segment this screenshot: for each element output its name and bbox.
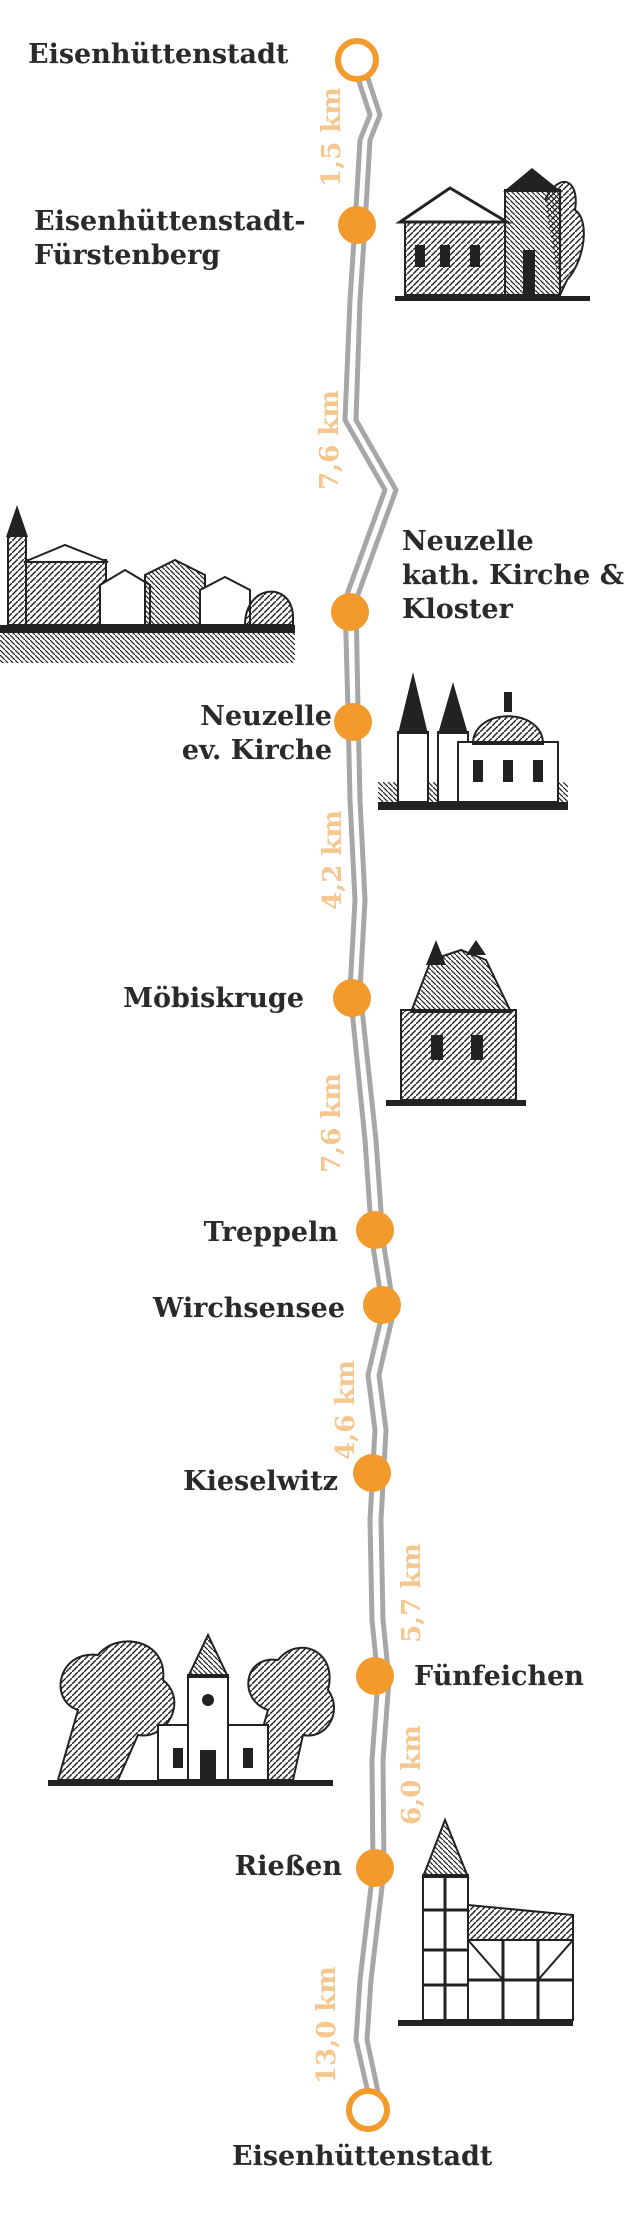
stop-label-fuenfeichen: Fünfeichen: [414, 1660, 584, 1694]
stop-marker-fuerstenberg: [338, 206, 376, 244]
stop-label-line: Wirchsensee: [153, 1293, 345, 1324]
distance-label-7: 6,0 km: [396, 1725, 427, 1825]
terminal-marker-start: [335, 38, 379, 82]
monastery-church-icon: [378, 672, 568, 810]
terminal-marker-end: [346, 2088, 390, 2132]
stop-marker-wirchsensee: [363, 1286, 401, 1324]
stop-label-line: ev. Kirche: [181, 735, 332, 766]
stop-markers: [331, 38, 401, 2132]
stop-marker-kieselwitz: [353, 1454, 391, 1492]
stop-label-wirchsensee: Wirchsensee: [153, 1292, 345, 1326]
route-line-left: [342, 59, 388, 2111]
stop-label-moebiskruge: Möbiskruge: [123, 982, 304, 1016]
distance-label-5: 4,6 km: [330, 1360, 361, 1460]
town-skyline-icon: [0, 505, 295, 663]
distance-label-6: 5,7 km: [396, 1543, 427, 1643]
stop-label-line: Treppeln: [203, 1217, 338, 1248]
stop-label-riessen: Rießen: [235, 1850, 342, 1884]
distance-label-8: 13,0 km: [311, 1966, 342, 2084]
route-line-right: [353, 59, 399, 2111]
stop-label-line: Neuzelle: [200, 701, 332, 732]
stop-label-treppeln: Treppeln: [204, 1216, 338, 1250]
distance-label-1: 1,5 km: [316, 87, 347, 187]
stop-label-line: Eisenhüttenstadt: [28, 39, 289, 70]
stop-label-line: Neuzelle: [402, 526, 534, 557]
stop-marker-moebiskruge: [333, 979, 371, 1017]
stop-label-end: Eisenhüttenstadt: [232, 2140, 492, 2174]
village-church-icon: [386, 940, 526, 1106]
stop-marker-riessen: [356, 1849, 394, 1887]
stop-label-line: Kloster: [402, 594, 513, 625]
stop-label-kieselwitz: Kieselwitz: [183, 1465, 338, 1499]
stop-marker-fuenfeichen: [356, 1657, 394, 1695]
stop-marker-neuzelle-ev: [334, 703, 372, 741]
church-icon: [395, 168, 590, 301]
stop-label-line: Fünfeichen: [414, 1661, 584, 1692]
stop-label-line: kath. Kirche &: [402, 560, 625, 591]
distance-label-4: 7,6 km: [316, 1073, 347, 1173]
castle-trees-icon: [48, 1632, 335, 1786]
stop-label-line: Rießen: [234, 1851, 342, 1882]
stop-label-start: Eisenhüttenstadt: [28, 38, 288, 72]
stop-label-line: Möbiskruge: [123, 983, 304, 1014]
stop-label-fuerstenberg: Eisenhüttenstadt-Fürstenberg: [34, 205, 306, 273]
stop-label-line: Kieselwitz: [183, 1466, 338, 1497]
route-line: [342, 59, 399, 2111]
stop-marker-treppeln: [356, 1211, 394, 1249]
stop-label-line: Eisenhüttenstadt: [232, 2141, 493, 2172]
distance-label-3: 4,2 km: [317, 810, 348, 910]
distance-label-2: 7,6 km: [314, 390, 345, 490]
stop-label-line: Eisenhüttenstadt-: [34, 206, 306, 237]
timber-church-icon: [398, 1817, 574, 2026]
stop-marker-neuzelle-kath: [331, 593, 369, 631]
stop-label-line: Fürstenberg: [34, 240, 221, 271]
